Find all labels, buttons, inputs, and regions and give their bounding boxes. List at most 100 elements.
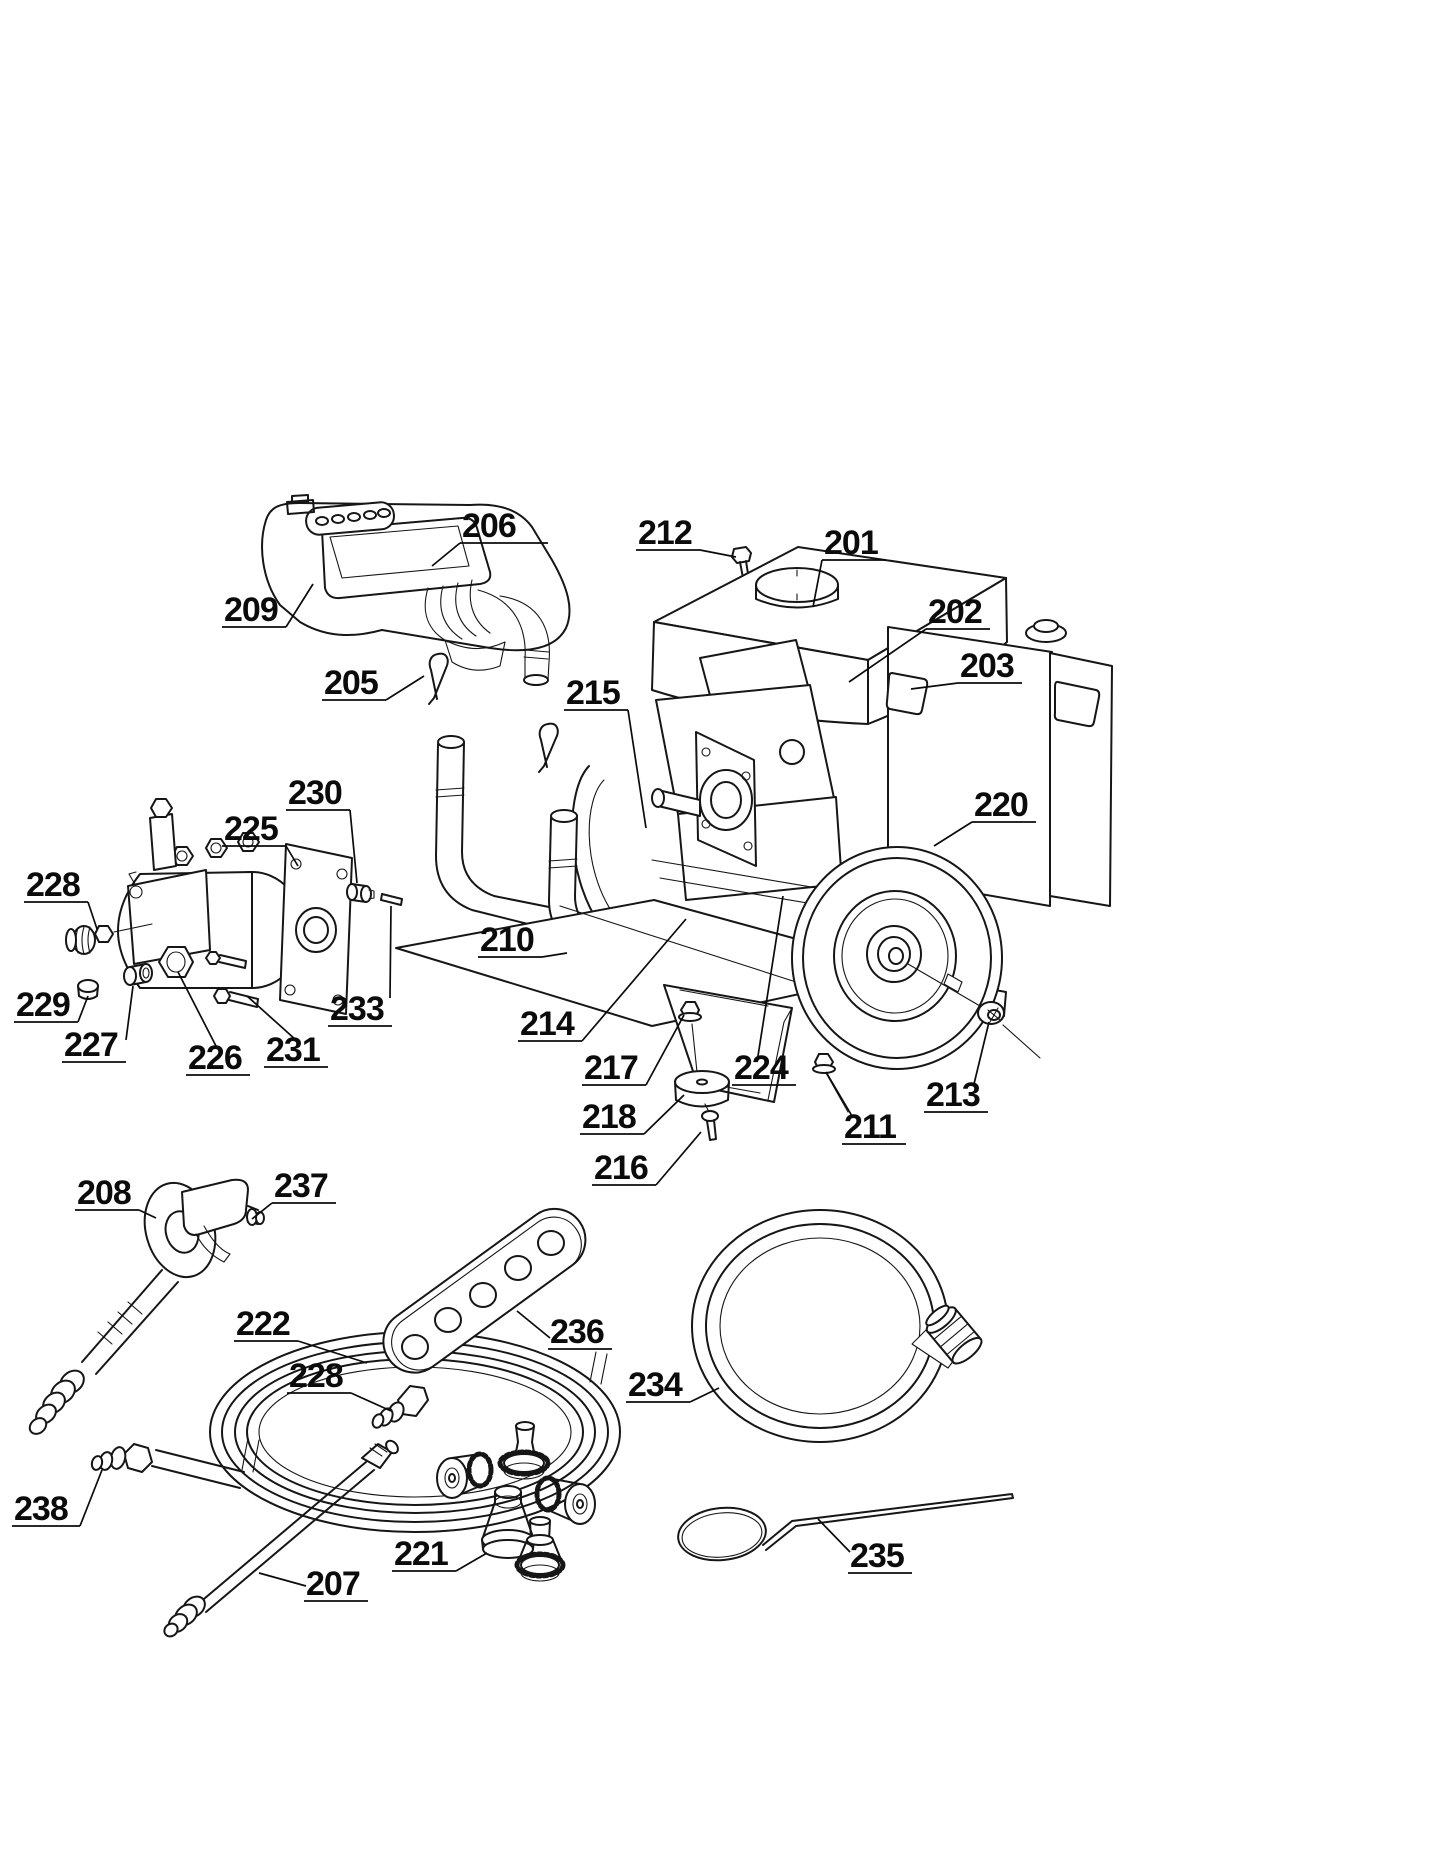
high-pressure-hose [90, 1331, 621, 1533]
nozzle-plate [382, 1207, 587, 1374]
callout-226: 226 [177, 971, 250, 1077]
callout-238: 238 [12, 1469, 103, 1528]
callout-212: 212 [636, 514, 737, 558]
callout-209-label: 209 [224, 591, 278, 629]
callout-217: 217 [582, 1014, 685, 1087]
callout-214: 214 [518, 918, 687, 1043]
callout-210: 210 [478, 921, 568, 959]
key-pin [380, 893, 403, 906]
callout-225-label: 225 [224, 810, 278, 848]
callout-230: 230 [286, 774, 358, 884]
callouts: 206 209 205 212 201 202 203 215 220 230 … [12, 507, 1036, 1603]
unloader-valve [149, 813, 177, 871]
hose-fitting [371, 1385, 429, 1429]
gun-body [181, 1178, 249, 1236]
callout-207: 207 [258, 1565, 368, 1603]
thermal-valve-fitting [346, 883, 375, 903]
muffler-shield [887, 626, 1053, 907]
inlet-hardware [77, 946, 194, 1000]
rubber-foot [674, 1070, 730, 1094]
callout-224: 224 [732, 895, 796, 1087]
callout-229-label: 229 [16, 986, 70, 1024]
callout-220: 220 [933, 786, 1036, 847]
callout-205-label: 205 [324, 664, 378, 702]
callout-202-label: 202 [928, 593, 982, 631]
callout-207-label: 207 [306, 1565, 360, 1603]
callout-227: 227 [62, 985, 134, 1064]
nozzle-5 [514, 1516, 566, 1582]
callout-225: 225 [222, 810, 299, 867]
engine [651, 546, 1113, 917]
callout-212-label: 212 [638, 514, 692, 552]
flange-nut [77, 979, 99, 993]
spark-plug [1033, 619, 1059, 633]
callout-234: 234 [626, 1366, 720, 1404]
callout-215: 215 [564, 674, 647, 829]
callout-228-pump: 228 [24, 866, 98, 930]
callout-231: 231 [246, 995, 328, 1069]
foot-hardware [674, 1001, 730, 1141]
callout-236: 236 [516, 1310, 612, 1351]
spray-wand [163, 1439, 399, 1638]
callout-201: 201 [812, 524, 886, 608]
pump-manifold [127, 869, 211, 965]
callout-228-hose: 228 [287, 1357, 392, 1412]
callout-203-label: 203 [960, 647, 1014, 685]
callout-224-label: 224 [734, 1049, 789, 1087]
nozzle-2 [436, 1451, 494, 1499]
hose-strainer [925, 1304, 983, 1365]
callout-229: 229 [14, 986, 89, 1024]
callout-216: 216 [592, 1131, 702, 1187]
callout-221: 221 [392, 1535, 488, 1573]
frame [395, 735, 1007, 1103]
callout-209: 209 [222, 583, 314, 629]
callout-206: 206 [431, 507, 548, 567]
callout-211-label: 211 [844, 1108, 896, 1146]
wheel [791, 846, 1041, 1113]
callout-228-pump-label: 228 [26, 866, 80, 904]
pump-assembly [65, 798, 403, 1015]
wand-threaded-end [361, 1439, 399, 1469]
callout-217-label: 217 [584, 1049, 638, 1087]
nozzle-set [436, 1421, 596, 1582]
nozzle-cleaning-tool [677, 1493, 1014, 1562]
callout-227-label: 227 [64, 1026, 118, 1064]
callout-211: 211 [825, 1071, 906, 1146]
handle-assembly [261, 494, 571, 686]
callout-237: 237 [251, 1167, 336, 1220]
callout-233: 233 [328, 905, 392, 1028]
callout-218: 218 [580, 1094, 685, 1136]
gun-outlet-fitting [246, 1205, 265, 1226]
callout-235-label: 235 [850, 1537, 904, 1575]
callout-214-label: 214 [520, 1005, 575, 1043]
hose-end-fitting [90, 1443, 245, 1489]
callout-203: 203 [910, 647, 1022, 690]
callout-213-label: 213 [926, 1076, 980, 1114]
callout-221-label: 221 [394, 1535, 448, 1573]
callout-238-label: 238 [14, 1490, 68, 1528]
callout-216-label: 216 [594, 1149, 648, 1187]
callout-230-label: 230 [288, 774, 342, 812]
callout-215-label: 215 [566, 674, 620, 712]
wand-coupler [28, 1369, 85, 1435]
callout-205: 205 [322, 664, 425, 702]
callout-206-label: 206 [462, 507, 516, 545]
callout-222: 222 [234, 1305, 368, 1364]
callout-220-label: 220 [974, 786, 1028, 824]
rim [833, 890, 957, 1022]
nozzle-1 [497, 1421, 551, 1480]
hub-cap [866, 925, 922, 983]
spray-gun [28, 1178, 265, 1435]
callout-237-label: 237 [274, 1167, 328, 1205]
callout-235: 235 [817, 1518, 912, 1575]
inlet-nut [158, 946, 194, 978]
callout-208-label: 208 [77, 1174, 131, 1212]
nozzle-4 [534, 1475, 596, 1525]
callout-218-label: 218 [582, 1098, 636, 1136]
callout-208: 208 [75, 1174, 157, 1219]
callout-233-label: 233 [330, 990, 384, 1028]
callout-234-label: 234 [628, 1366, 683, 1404]
callout-222-label: 222 [236, 1305, 290, 1343]
